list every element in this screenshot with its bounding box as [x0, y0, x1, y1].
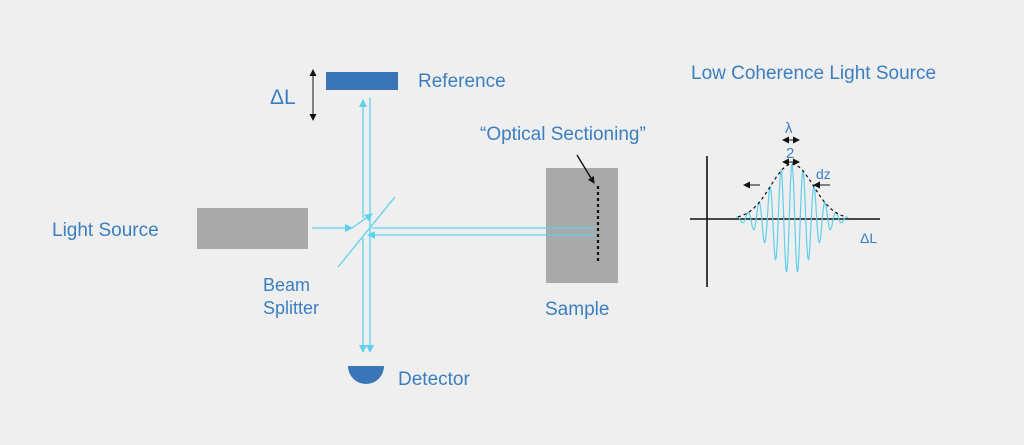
sample-box	[546, 168, 618, 283]
optical-sectioning-label: “Optical Sectioning”	[480, 124, 646, 145]
reference-label: Reference	[418, 71, 506, 92]
interference-wave-packet	[735, 163, 849, 273]
light-source-label: Light Source	[52, 220, 159, 241]
plot-x-axis-label: ΔL	[860, 230, 877, 246]
beam-label: Beam	[263, 275, 310, 295]
dz-label: dz	[816, 166, 831, 182]
detector-icon	[348, 366, 384, 384]
beam-splitter	[337, 196, 396, 268]
reference-mirror	[326, 72, 398, 90]
light-source-box	[197, 208, 308, 249]
low-coherence-title: Low Coherence Light Source	[691, 63, 936, 84]
lambda-denominator: 2	[786, 145, 794, 162]
splitter-reflect-up	[351, 213, 373, 229]
coherence-envelope	[737, 163, 847, 218]
splitter-label: Splitter	[263, 298, 319, 318]
lambda-label: λ	[785, 120, 793, 137]
delta-l-label: ΔL	[270, 86, 296, 109]
optical-sectioning-pointer	[576, 154, 595, 184]
detector-label: Detector	[398, 369, 470, 390]
sample-label: Sample	[545, 299, 609, 320]
